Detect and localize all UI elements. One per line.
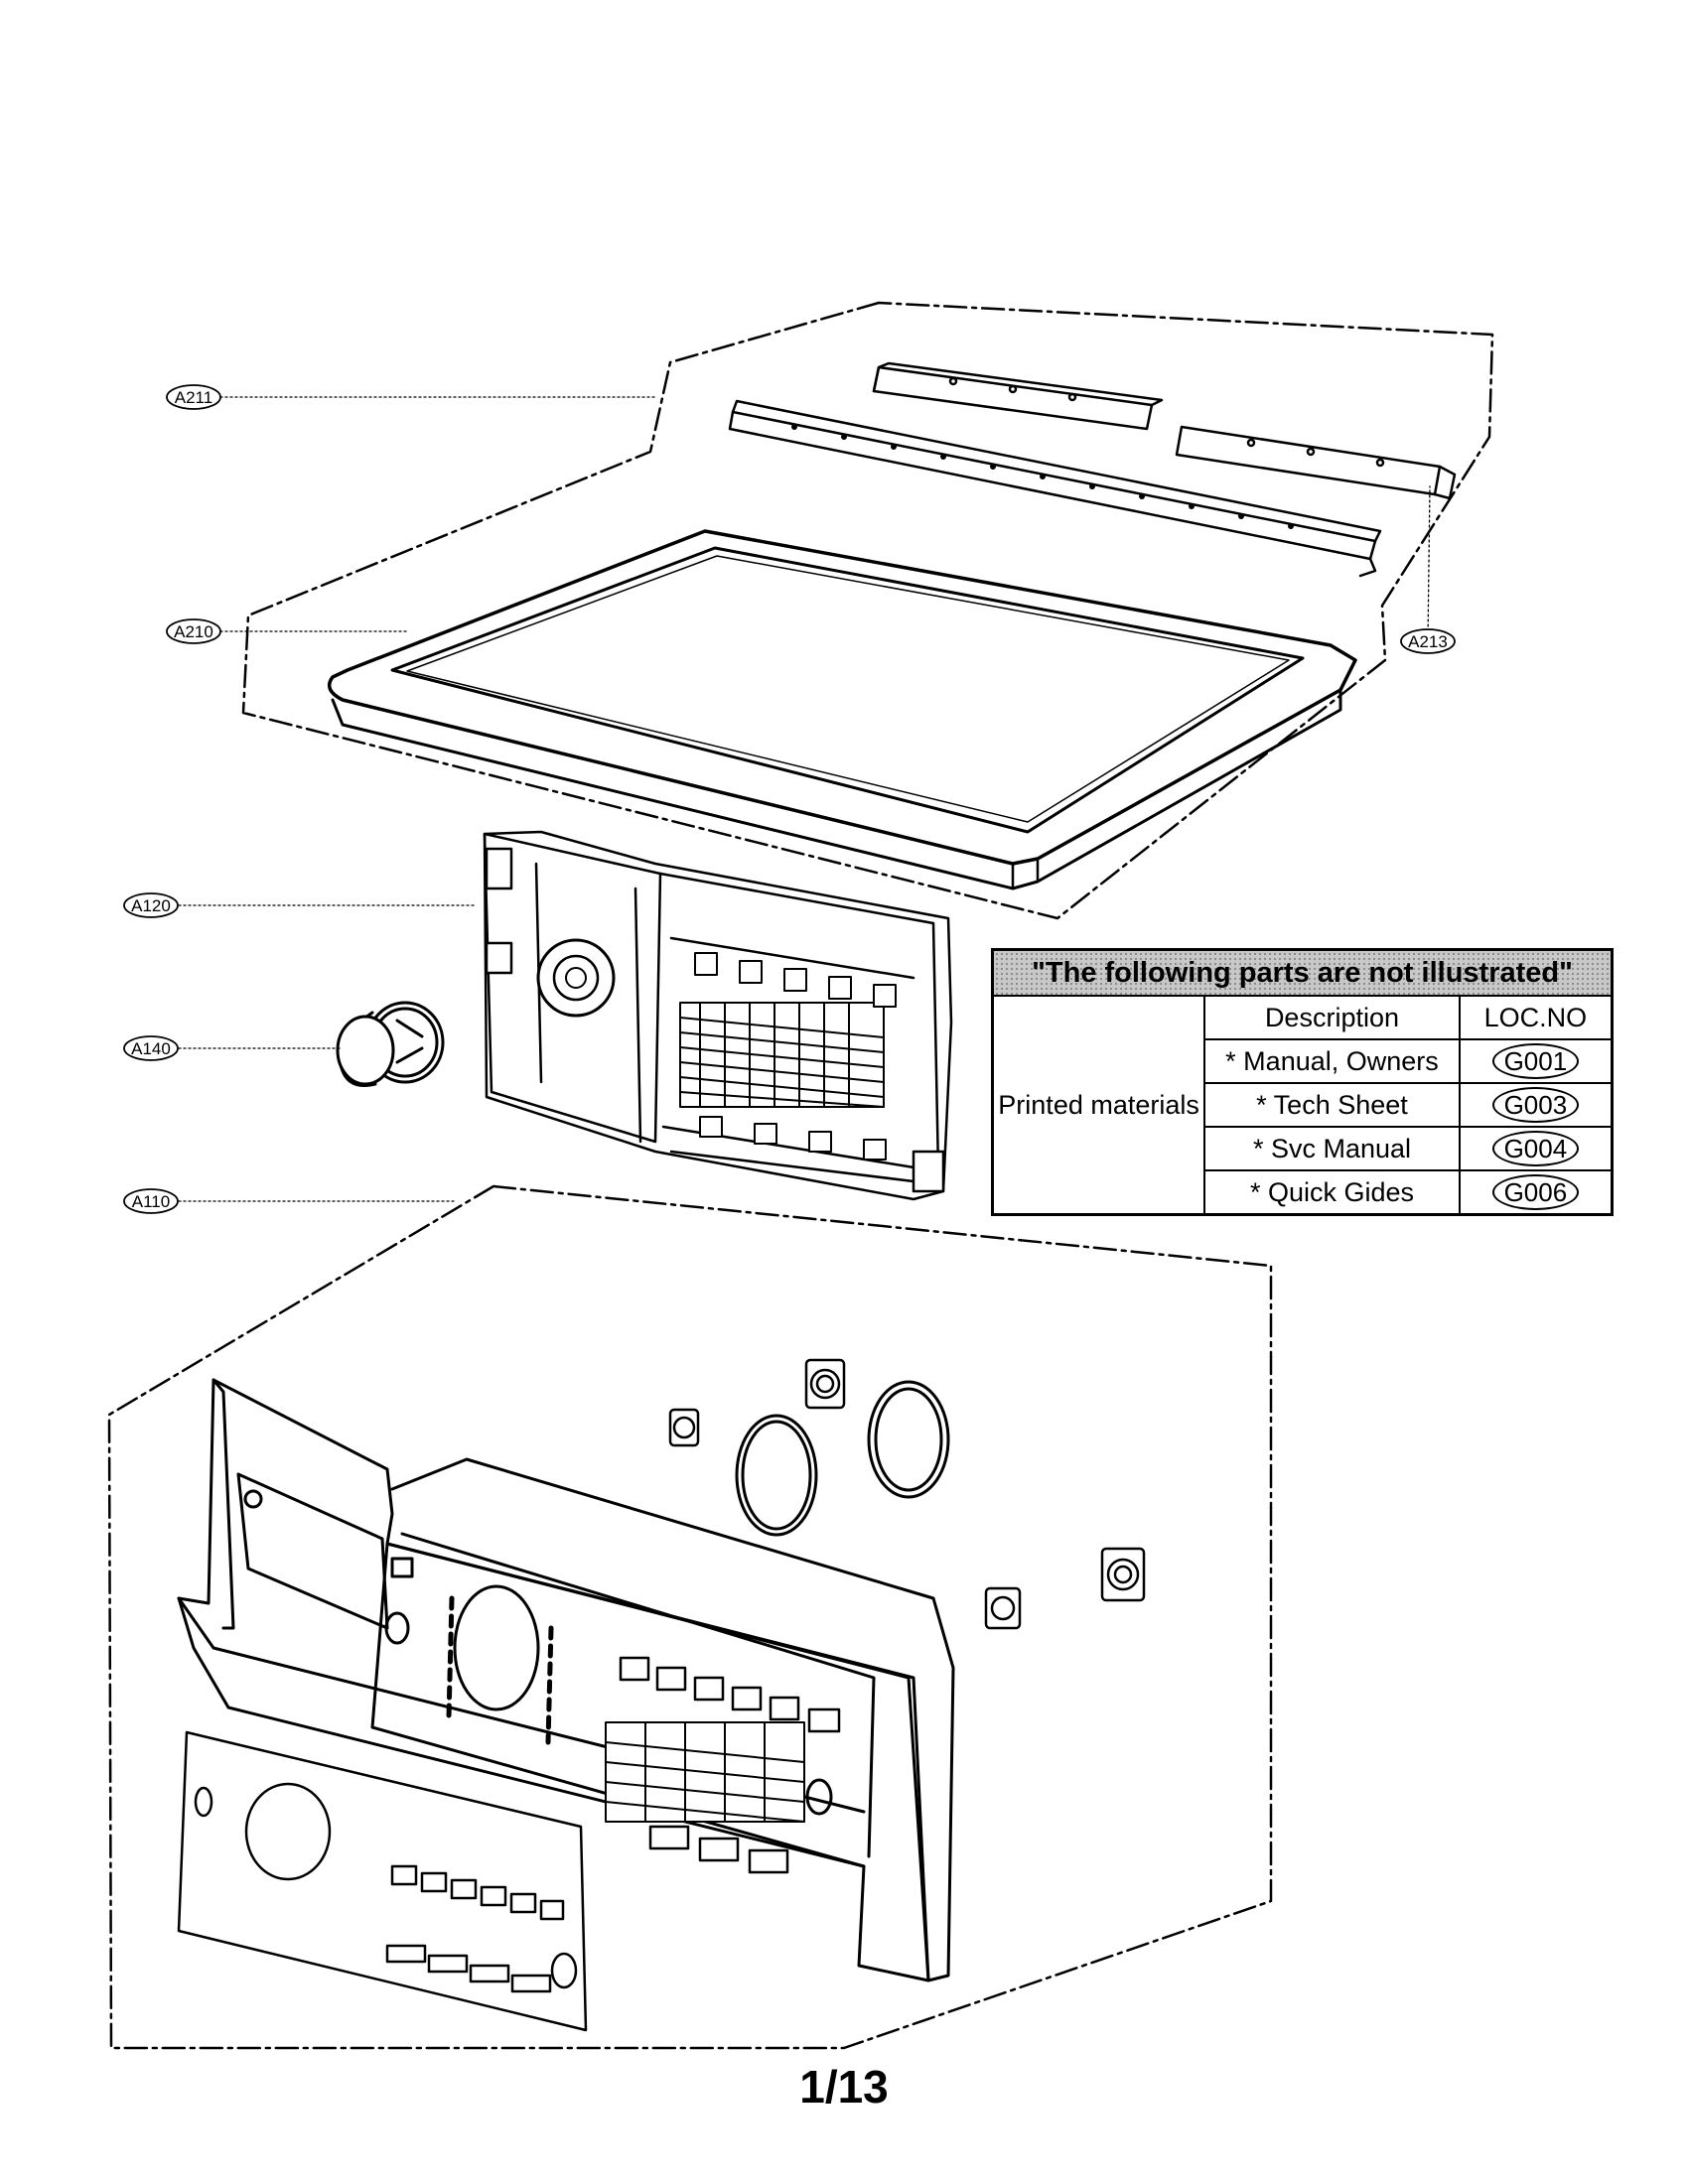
callout-label: A211 xyxy=(175,388,212,407)
top-plate-frame xyxy=(327,529,1357,890)
control-knob xyxy=(336,1001,445,1087)
switch-cap-top xyxy=(804,1358,846,1410)
console-buttons xyxy=(619,1656,841,1874)
row-description: * Manual, Owners xyxy=(1203,1038,1461,1084)
callout-leaders xyxy=(178,396,1431,1202)
row-description: * Svc Manual xyxy=(1203,1126,1461,1171)
row-loc: G006 xyxy=(1491,1174,1580,1210)
table-row: * Svc Manual G004 xyxy=(993,1126,1614,1171)
row-description: * Quick Gides xyxy=(1203,1169,1461,1216)
row-description: * Tech Sheet xyxy=(1203,1082,1461,1128)
callout-a211: A211 xyxy=(166,384,221,410)
row-loc: G004 xyxy=(1491,1131,1580,1166)
callout-a213: A213 xyxy=(1400,628,1456,654)
pcb-component-block xyxy=(679,1002,885,1108)
callout-a110: A110 xyxy=(123,1188,179,1214)
switch-cap-right xyxy=(1100,1547,1146,1602)
callout-a120: A120 xyxy=(123,892,179,918)
top-assembly-boundary xyxy=(241,301,1494,920)
small-switch-cap-left xyxy=(668,1408,700,1447)
callout-label: A140 xyxy=(131,1039,171,1058)
callout-label: A120 xyxy=(131,896,171,915)
column-header-description: Description xyxy=(1203,995,1461,1040)
knob-ring-right xyxy=(867,1380,950,1499)
console-display-grid xyxy=(605,1721,805,1823)
column-header-loc: LOC.NO xyxy=(1458,995,1614,1040)
knob-ring-left xyxy=(735,1414,818,1537)
table-row: * Tech Sheet G003 xyxy=(993,1082,1614,1128)
row-loc: G001 xyxy=(1491,1043,1580,1079)
callout-a210: A210 xyxy=(166,618,221,644)
callout-label: A110 xyxy=(132,1192,170,1211)
top-trim-right xyxy=(1175,425,1457,500)
page-number: 1/13 xyxy=(799,2061,889,2113)
row-loc: G003 xyxy=(1491,1087,1580,1123)
table-row: * Manual, Owners G001 xyxy=(993,1038,1614,1084)
callout-label: A213 xyxy=(1408,632,1448,651)
table-title: "The following parts are not illustrated… xyxy=(991,948,1614,997)
control-panel-housing xyxy=(177,1378,955,1982)
small-switch-cap-right xyxy=(984,1586,1022,1630)
callout-label: A210 xyxy=(174,622,213,641)
console-dial-window xyxy=(453,1584,540,1711)
table-row: * Quick Gides G006 xyxy=(993,1169,1614,1216)
callout-a140: A140 xyxy=(123,1035,179,1061)
control-panel-decal xyxy=(177,1730,588,2032)
bottom-assembly-boundary xyxy=(107,1184,1273,2050)
pcb-tact-switches xyxy=(694,952,897,1160)
main-control-pcb xyxy=(483,830,953,1201)
pcb-rotary-encoder xyxy=(536,938,616,1018)
top-trim-left xyxy=(872,361,1164,431)
table-group-label: Printed materials xyxy=(991,995,1206,1216)
not-illustrated-parts-table: "The following parts are not illustrated… xyxy=(991,948,1614,1216)
top-bracket-rail xyxy=(728,399,1382,578)
